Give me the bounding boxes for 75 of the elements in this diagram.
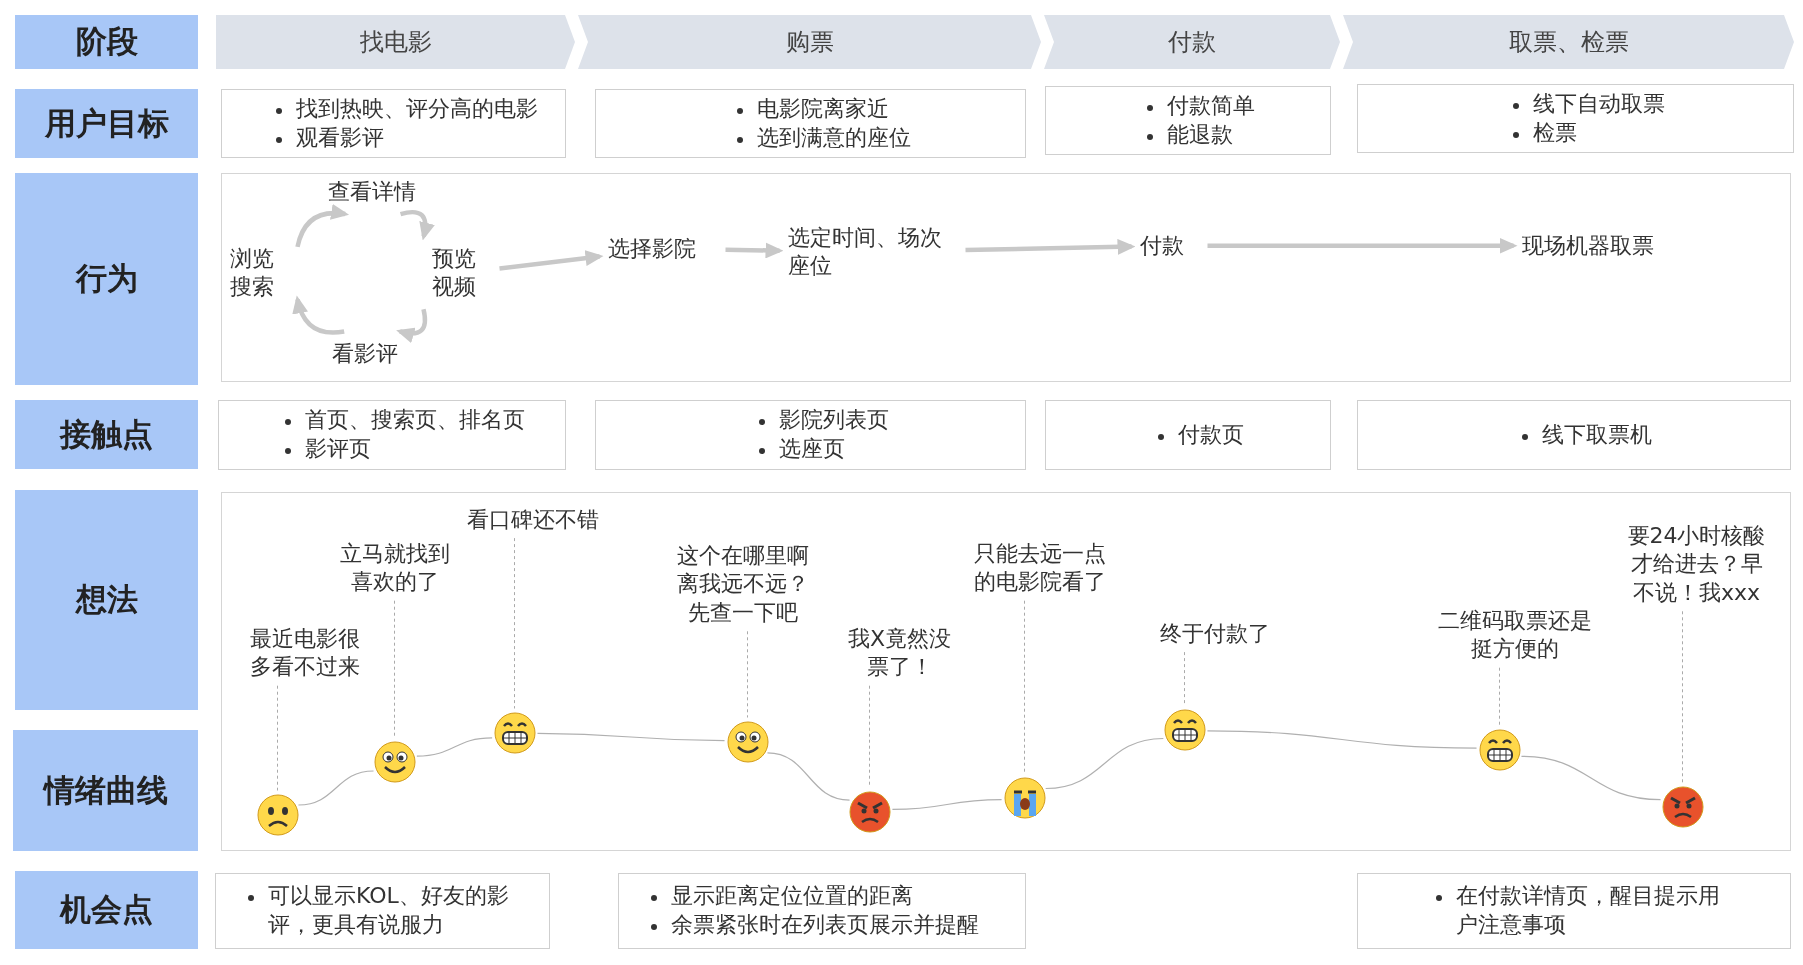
goal-box: 线下自动取票 检票 — [1357, 84, 1794, 153]
stage-header-band: 取票、检票 — [1343, 15, 1794, 69]
row-header: 用户目标 — [15, 89, 198, 158]
note-text: 查看详情 — [327, 177, 428, 207]
emotion-curve — [1045, 737, 1164, 790]
panel-frame — [221, 173, 1791, 382]
opportunity-box: 显示距离定位位置的距离 余票紧张时在列表页展示并提醒 — [618, 873, 1026, 949]
touchpoint-box: 线下取票机 — [1357, 400, 1791, 470]
grinning-face-icon — [1477, 727, 1522, 772]
emotion-curve — [297, 770, 375, 806]
row-header: 行为 — [15, 173, 198, 385]
note-text: 终于付款了 — [1139, 619, 1290, 649]
touchpoint-box: 首页、搜索页、排名页 影评页 — [218, 400, 566, 470]
note-text: 看口碑还不错 — [457, 505, 608, 535]
grinning-face-icon — [492, 710, 537, 755]
leader-line — [1184, 651, 1185, 706]
row-header: 情绪曲线 — [13, 730, 198, 851]
leader-line — [1499, 667, 1500, 726]
note-text: 二维码取票还是挺方便的 — [1437, 606, 1593, 664]
leader-line — [747, 630, 748, 718]
note-text: 看影评 — [331, 339, 422, 369]
leader-line — [277, 685, 278, 791]
smiling-face-icon — [725, 719, 770, 764]
stage-header-band: 找电影 — [216, 15, 575, 69]
note-text: 浏览搜索 — [229, 244, 290, 302]
opportunity-box: 在付款详情页，醒目提示用户注意事项 — [1357, 873, 1791, 949]
leader-line — [869, 685, 870, 788]
arrow — [499, 250, 604, 271]
note-text: 立马就找到喜欢的了 — [329, 539, 460, 597]
note-text: 选定时间、场次座位 — [787, 223, 958, 281]
note-text: 预览视频 — [431, 244, 492, 302]
stage-header-band: 付款 — [1044, 15, 1340, 69]
arrow — [396, 308, 428, 343]
emotion-curve — [1520, 755, 1662, 801]
crying-face-icon — [1002, 775, 1047, 820]
panel-frame — [221, 492, 1791, 851]
arrow — [292, 295, 345, 335]
note-text: 付款 — [1139, 231, 1200, 261]
leader-line — [514, 537, 515, 709]
emotion-curve — [536, 732, 726, 742]
row-header: 阶段 — [15, 15, 198, 69]
emotion-curve — [766, 752, 851, 801]
smiling-face-icon — [372, 739, 417, 784]
note-text: 我X竟然没票了！ — [839, 624, 960, 682]
arrow — [295, 204, 350, 248]
goal-box: 找到热映、评分高的电影 观看影评 — [221, 89, 566, 158]
note-text: 只能去远一点的电影院看了 — [964, 539, 1115, 597]
arrow — [400, 209, 435, 241]
arrow — [725, 242, 784, 259]
leader-line — [1682, 610, 1683, 783]
emotion-curve — [891, 798, 1003, 811]
leader-line — [1024, 600, 1025, 774]
stage-header-band: 购票 — [578, 15, 1041, 69]
arrow — [1207, 237, 1518, 254]
goal-box: 付款简单 能退款 — [1045, 86, 1331, 155]
arrow — [965, 238, 1136, 255]
angry-face-icon — [847, 789, 892, 834]
note-text: 要24小时核酸才给进去？早不说！我xxx — [1621, 521, 1772, 608]
sad-face-icon — [255, 792, 300, 837]
emotion-curve — [1206, 730, 1478, 749]
note-text: 这个在哪里啊离我远不远？先查一下吧 — [667, 541, 818, 628]
note-text: 最近电影很多看不过来 — [239, 624, 370, 682]
note-text: 现场机器取票 — [1521, 231, 1672, 261]
row-header: 接触点 — [15, 400, 198, 469]
goal-box: 电影院离家近 选到满意的座位 — [595, 89, 1026, 158]
angry-face-icon — [1660, 784, 1705, 829]
touchpoint-box: 付款页 — [1045, 400, 1331, 470]
touchpoint-box: 影院列表页 选座页 — [595, 400, 1026, 470]
note-text: 选择影院 — [607, 234, 718, 264]
row-header: 想法 — [15, 490, 198, 710]
opportunity-box: 可以显示KOL、好友的影评，更具有说服力 — [215, 873, 550, 949]
emotion-curve — [416, 737, 493, 757]
row-header: 机会点 — [15, 871, 198, 949]
leader-line — [394, 600, 395, 738]
grinning-face-icon — [1162, 707, 1207, 752]
